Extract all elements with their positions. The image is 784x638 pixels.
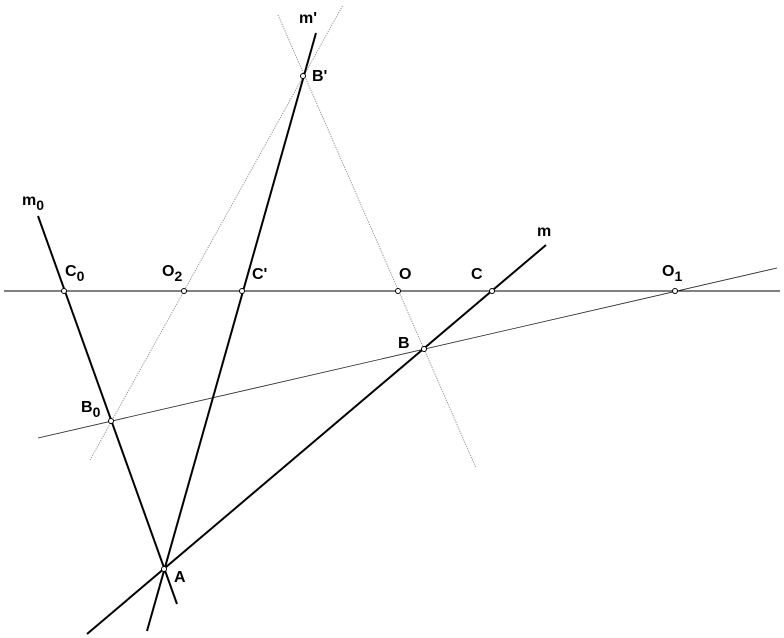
construction-line-bprime-o-b [277,14,477,469]
label-m0: m0 [22,192,44,213]
label-o1-main: O [662,263,674,280]
line-b0-b-o1 [37,267,778,439]
label-o1: O1 [662,263,682,284]
label-c: C [471,266,483,283]
label-c0-sub: 0 [77,268,85,284]
label-o2: O2 [162,263,182,284]
label-m0-main: m [22,192,36,209]
label-o2-sub: 2 [174,268,182,284]
label-b-prime: B' [312,68,327,85]
point-c0 [61,288,67,294]
point-o [395,288,401,294]
label-b0-main: B [81,399,93,416]
line-m-prime [146,32,317,632]
point-b-prime [300,73,306,79]
label-b: B [398,335,410,352]
point-c [489,288,495,294]
label-o: O [399,266,411,283]
line-m [86,244,547,635]
label-m0-sub: 0 [36,197,44,213]
line-m0 [37,215,178,605]
label-a: A [174,569,186,586]
point-o1 [672,288,678,294]
label-m: m [537,223,551,240]
label-c0: C0 [65,263,85,284]
label-o2-main: O [162,263,174,280]
label-c0-main: C [65,263,77,280]
label-b0-sub: 0 [93,404,101,420]
point-c-prime [239,288,245,294]
label-m-prime: m' [299,10,317,27]
construction-line-o2-bprime [89,4,344,461]
label-b0: B0 [81,399,101,420]
label-c-prime: C' [252,266,267,283]
label-o1-sub: 1 [674,268,682,284]
point-b [421,346,427,352]
point-b0 [108,418,114,424]
point-o2 [181,288,187,294]
point-a [161,566,167,572]
